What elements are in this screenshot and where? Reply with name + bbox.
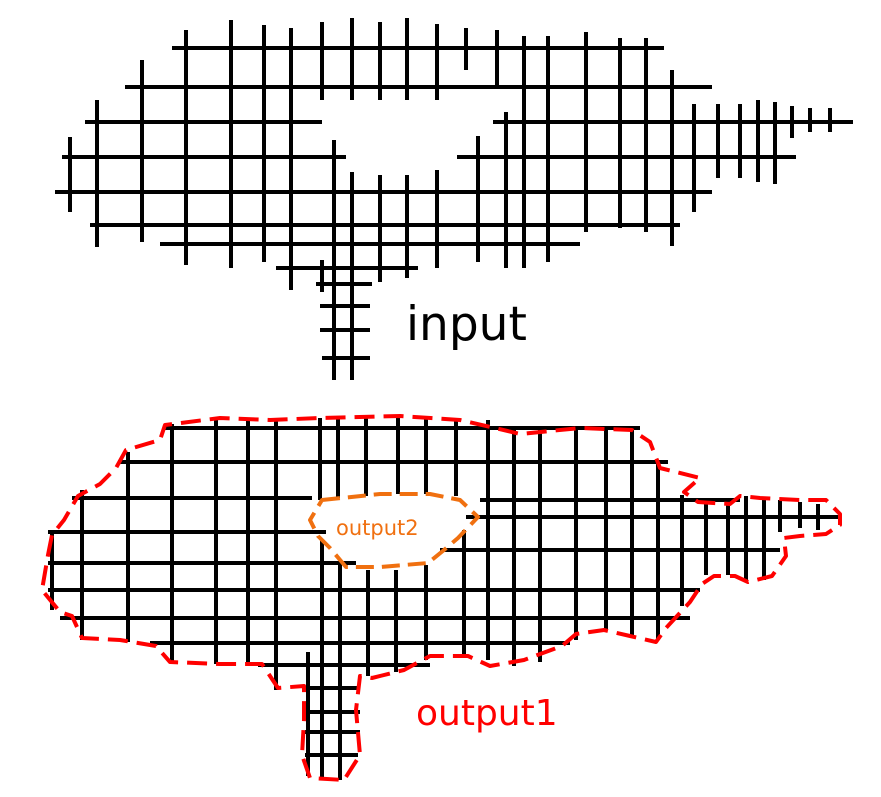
input-label: input [406, 297, 527, 352]
output1-contour [40, 414, 842, 782]
output2-label: output2 [336, 516, 419, 540]
output-grid [48, 416, 842, 780]
output2-contour [308, 492, 480, 569]
output1-label: output1 [416, 693, 558, 734]
input-grid [55, 18, 853, 380]
